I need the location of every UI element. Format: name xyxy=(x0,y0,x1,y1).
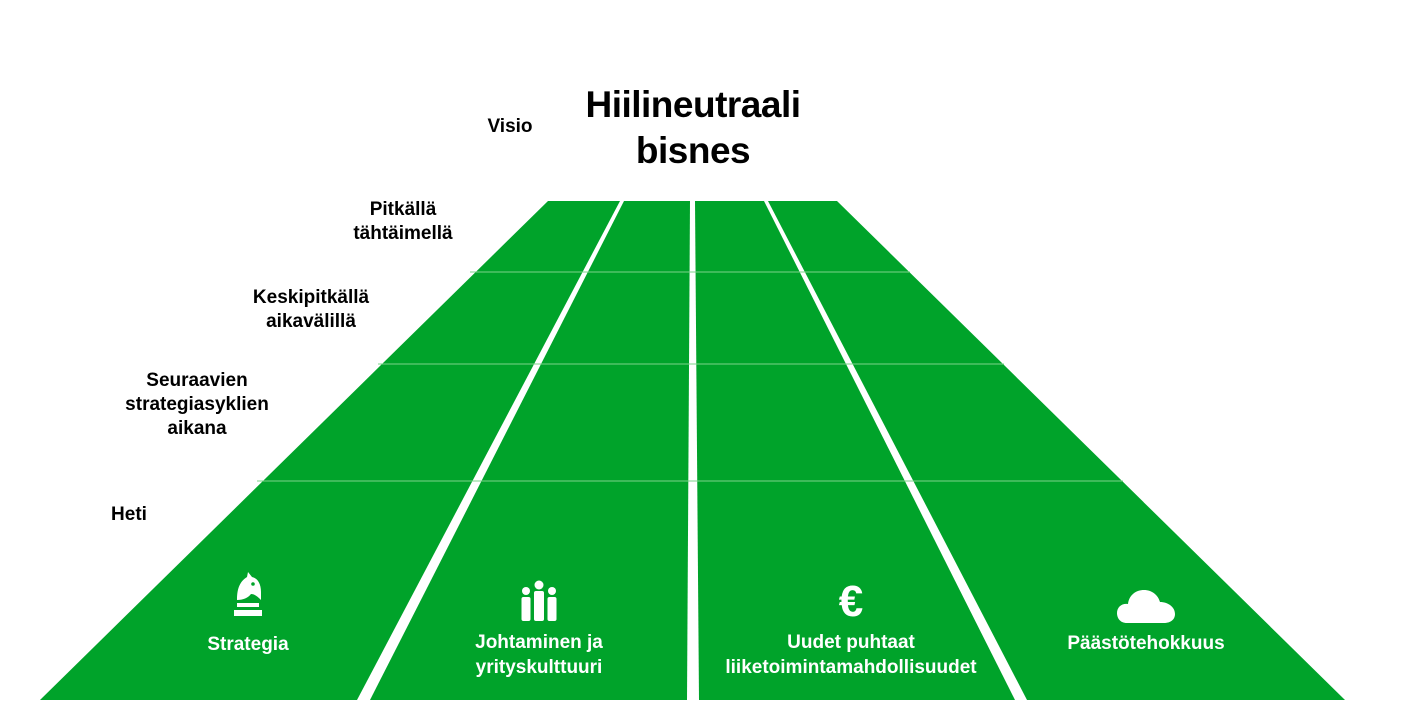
horizon-label-long-term: Pitkällä tähtäimellä xyxy=(353,199,453,244)
chess-knight-icon xyxy=(234,572,262,616)
people-icon xyxy=(521,580,557,621)
vision-label: Visio xyxy=(487,116,533,137)
horizon-label-now: Heti xyxy=(111,504,147,525)
lane-strategia xyxy=(40,201,620,700)
vision-title: Hiilineutraali bisnes xyxy=(585,84,801,171)
column-liiketoiminta: € Uudet puhtaat liiketoimintamahdollisuu… xyxy=(725,577,977,679)
lane-paastotehokkuus xyxy=(768,201,1345,700)
lane-liiketoiminta xyxy=(695,201,1015,700)
lane-johtaminen xyxy=(370,201,690,700)
euro-icon: € xyxy=(838,577,864,626)
horizon-label-mid-term: Keskipitkällä aikavälillä xyxy=(252,287,370,332)
cloud-icon xyxy=(1117,590,1175,623)
horizon-label-next-strategy-cycles: Seuraavien strategiasyklien aikana xyxy=(125,370,269,439)
column-paastotehokkuus: Päästötehokkuus xyxy=(1046,585,1246,656)
column-strategia: Strategia xyxy=(163,570,333,657)
column-johtaminen: Johtaminen ja yrityskulttuuri xyxy=(429,580,649,680)
